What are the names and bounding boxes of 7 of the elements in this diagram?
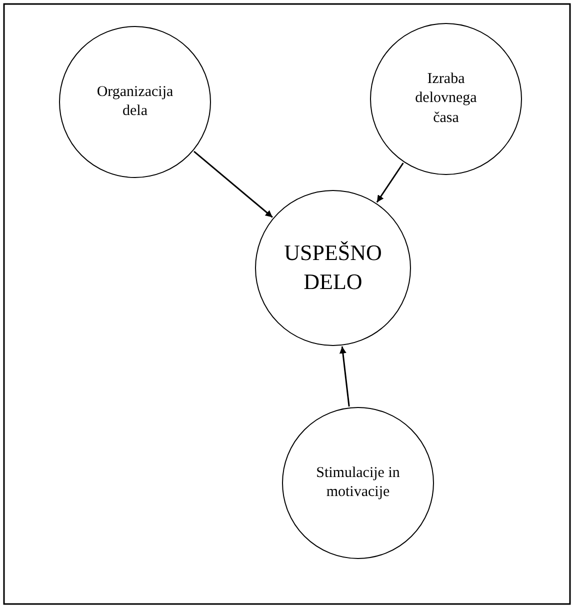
arrow <box>376 162 404 203</box>
node-label: Stimulacije in motivacije <box>315 464 401 502</box>
arrow <box>339 346 350 407</box>
node-label: Organizacija dela <box>96 82 174 121</box>
node-label: USPEŠNO DELO <box>283 239 383 296</box>
arrow <box>194 150 273 218</box>
node-label: Izraba delovnega časa <box>414 70 478 128</box>
